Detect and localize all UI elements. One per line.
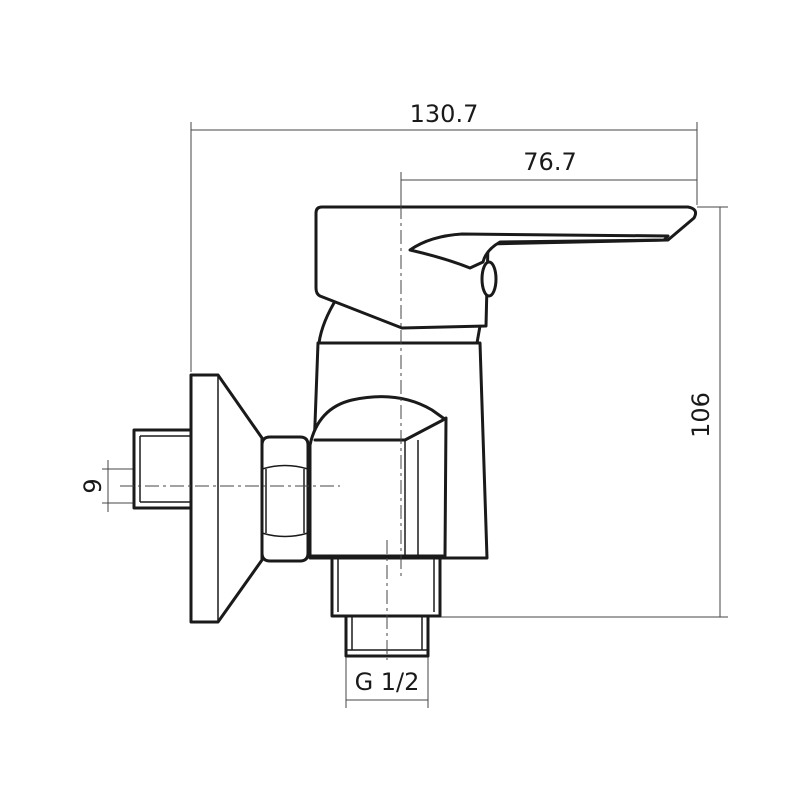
dimension-body-to-handle-tip: 76.7 xyxy=(400,148,697,205)
inlet-diameter-label: 9 xyxy=(79,478,107,493)
inlet-thread xyxy=(132,428,194,510)
height-label: 106 xyxy=(687,392,715,438)
hex-nut xyxy=(260,435,310,563)
outlet-nut xyxy=(330,556,442,618)
wall-flange xyxy=(189,373,264,624)
dimension-height: 106 xyxy=(440,206,728,618)
outlet-thread-label: G 1/2 xyxy=(355,668,420,696)
centerlines xyxy=(120,205,402,660)
body-to-handle-tip-label: 76.7 xyxy=(523,148,576,176)
dimension-overall-width: 130.7 xyxy=(190,100,698,372)
lever-handle xyxy=(314,205,697,330)
dimension-outlet-thread: G 1/2 xyxy=(345,656,429,708)
overall-width-label: 130.7 xyxy=(410,100,479,128)
connector-block xyxy=(308,395,448,558)
